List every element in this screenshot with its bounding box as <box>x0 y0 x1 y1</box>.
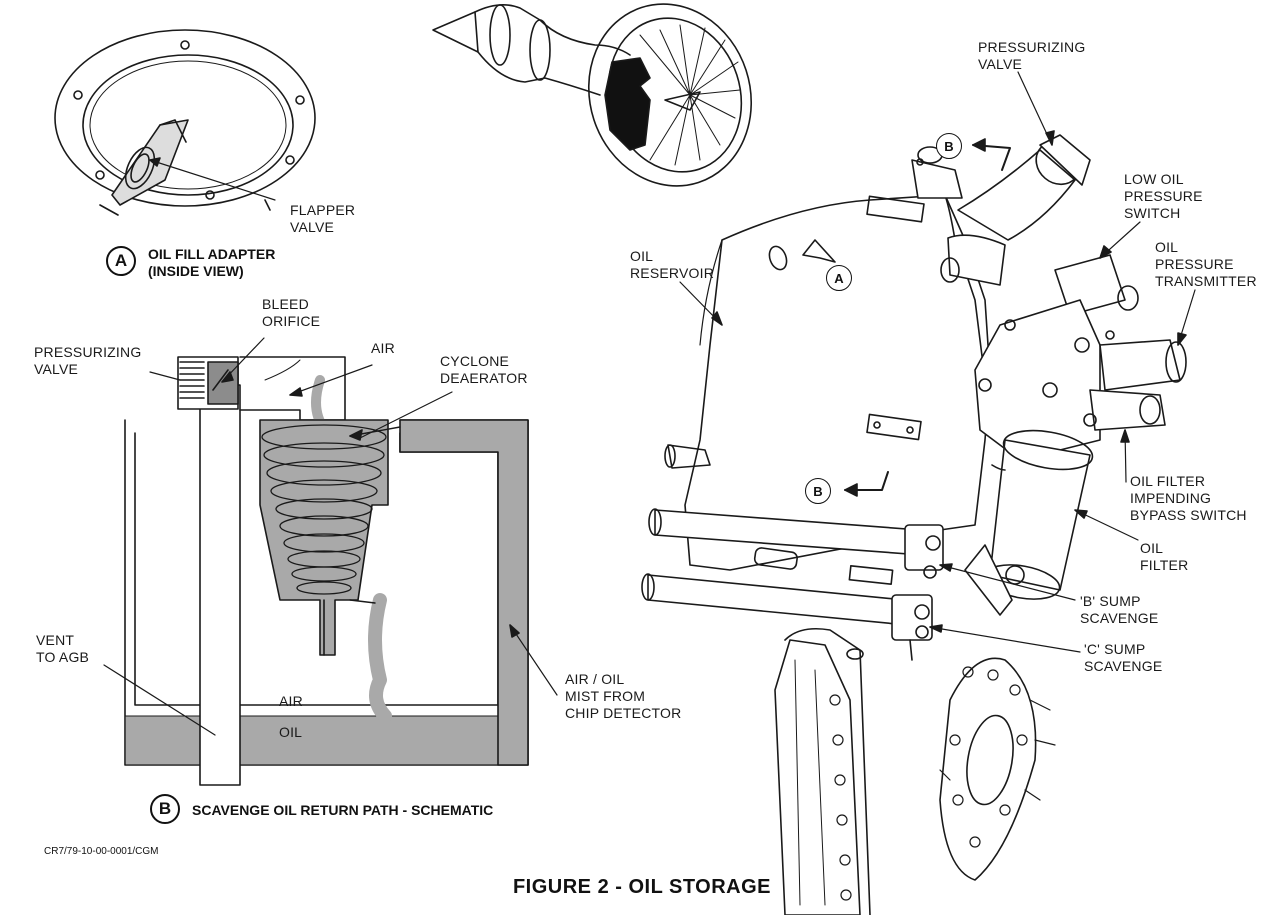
scavenge-schematic <box>124 356 529 786</box>
engine-thumbnail-illustration <box>432 3 753 187</box>
callout-b-mid: B <box>805 478 831 504</box>
air-top-label: AIR <box>371 340 395 356</box>
detail-a-marker: A <box>106 246 136 276</box>
detail-a-caption: OIL FILL ADAPTER(INSIDE VIEW) <box>148 246 276 279</box>
figure-title: FIGURE 2 - OIL STORAGE <box>512 876 772 898</box>
detail-b-marker: B <box>150 794 180 824</box>
callout-b-top: B <box>936 133 962 159</box>
oil-reservoir-assembly-illustration <box>641 134 1187 915</box>
detail-b-caption: SCAVENGE OIL RETURN PATH - SCHEMATIC <box>192 802 494 818</box>
reference-code: CR7/79-10-00-0001/CGM <box>44 846 159 857</box>
oil-label: OIL <box>279 724 303 740</box>
air-lower-label: AIR <box>279 693 303 709</box>
oil-fill-adapter-illustration <box>54 29 316 216</box>
callout-a: A <box>826 265 852 291</box>
